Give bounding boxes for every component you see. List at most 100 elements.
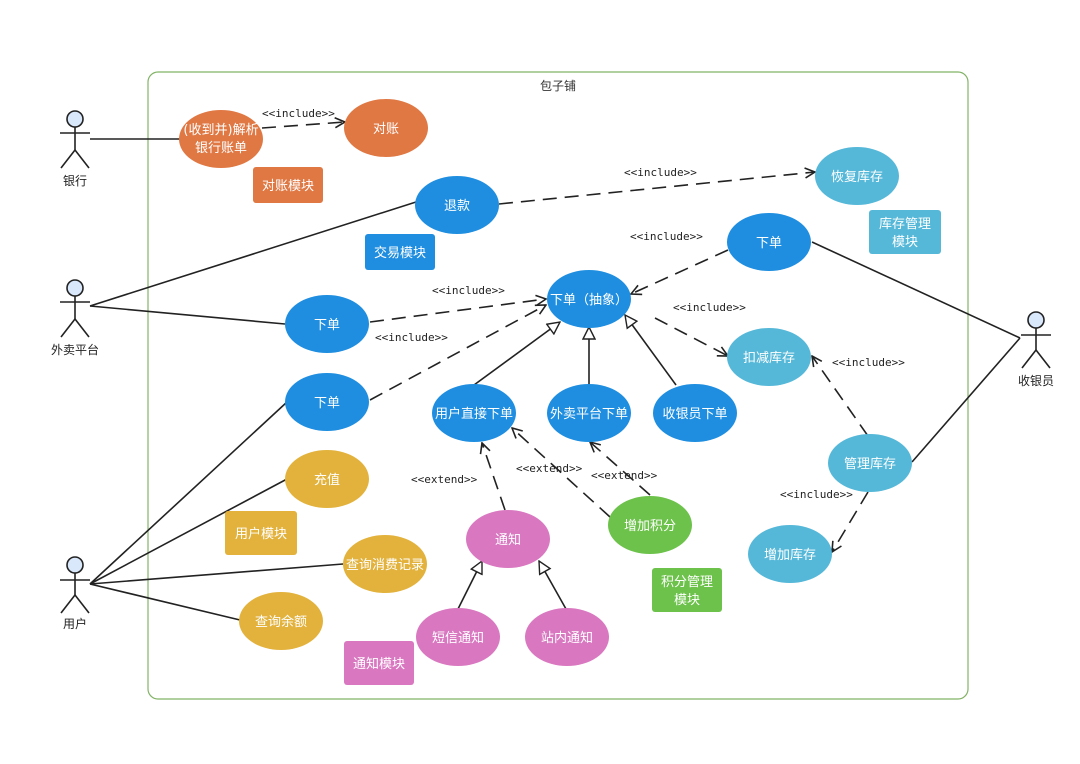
- module-tag-reconcile: 对账模块: [253, 167, 323, 203]
- stick-figure-icon: [60, 110, 90, 169]
- actor-delivery-platform[interactable]: 外卖平台: [51, 279, 99, 357]
- usecase-add-stock[interactable]: 增加库存: [748, 525, 832, 583]
- dep-manage-deduct: [812, 356, 869, 437]
- svg-text:查询消费记录: 查询消费记录: [346, 558, 424, 573]
- actor-label-bank: 银行: [63, 174, 87, 188]
- assoc-user-recharge: [89, 478, 288, 585]
- usecase-recharge[interactable]: 充值: [285, 450, 369, 508]
- label-include-cashier: <<include>>: [630, 230, 703, 243]
- assoc-delivery-refund: [89, 201, 417, 307]
- svg-text:模块: 模块: [674, 593, 700, 608]
- svg-text:下单: 下单: [314, 396, 340, 411]
- label-include-deduct: <<include>>: [673, 301, 746, 314]
- svg-text:短信通知: 短信通知: [432, 630, 484, 646]
- actor-label-delivery: 外卖平台: [51, 342, 99, 357]
- svg-text:通知: 通知: [495, 532, 521, 548]
- svg-text:充值: 充值: [314, 472, 340, 488]
- assoc-cashier-manage: [911, 337, 1021, 463]
- svg-text:查询余额: 查询余额: [255, 614, 307, 630]
- dep-manage-add: [832, 491, 869, 552]
- usecase-query-balance[interactable]: 查询余额: [239, 592, 323, 650]
- usecase-order-cashier[interactable]: 下单: [727, 213, 811, 271]
- dep-points-direct: [512, 428, 611, 518]
- actor-user[interactable]: 用户: [60, 556, 90, 631]
- actor-bank[interactable]: 银行: [60, 110, 90, 188]
- svg-text:对账: 对账: [373, 122, 399, 137]
- actor-label-cashier: 收银员: [1018, 374, 1054, 388]
- svg-text:增加库存: 增加库存: [764, 547, 816, 563]
- svg-text:退款: 退款: [444, 199, 470, 214]
- gen-direct-abstract: [473, 322, 560, 386]
- svg-text:用户模块: 用户模块: [235, 526, 287, 542]
- label-include-delivery: <<include>>: [432, 284, 505, 297]
- gen-site-notify: [539, 561, 567, 610]
- svg-text:管理库存: 管理库存: [844, 456, 896, 472]
- svg-text:模块: 模块: [892, 235, 918, 250]
- usecase-manage-stock[interactable]: 管理库存: [828, 434, 912, 492]
- associations: [89, 138, 1021, 621]
- module-tag-trade: 交易模块: [365, 234, 435, 270]
- usecase-order-delivery[interactable]: 下单: [285, 295, 369, 353]
- usecase-refund[interactable]: 退款: [415, 176, 499, 234]
- label-extend-points-delivery: <<extend>>: [591, 469, 658, 482]
- svg-text:增加积分: 增加积分: [624, 519, 676, 534]
- label-extend-points-direct: <<extend>>: [516, 462, 583, 475]
- stick-figure-icon: [1021, 311, 1051, 369]
- stick-figure-icon: [60, 279, 90, 338]
- svg-text:下单: 下单: [756, 236, 782, 251]
- assoc-user-order: [89, 401, 288, 585]
- label-include-user: <<include>>: [375, 331, 448, 344]
- usecase-site-notify[interactable]: 站内通知: [525, 608, 609, 666]
- label-include-manage-add: <<include>>: [780, 488, 853, 501]
- usecase-restore-stock[interactable]: 恢复库存: [815, 147, 899, 205]
- actor-label-user: 用户: [63, 616, 87, 631]
- dep-cashierorder-abstract: [631, 249, 729, 294]
- dep-refund-restore: [498, 172, 815, 205]
- assoc-user-balance: [89, 583, 241, 621]
- module-tag-inventory: 库存管理 模块: [869, 210, 941, 254]
- label-include-restore: <<include>>: [624, 166, 697, 179]
- generalizations: [457, 315, 677, 610]
- label-extend-notify: <<extend>>: [411, 473, 478, 486]
- module-tag-notify: 通知模块: [344, 641, 414, 685]
- module-tag-points: 积分管理 模块: [652, 568, 722, 612]
- usecase-add-points[interactable]: 增加积分: [608, 496, 692, 554]
- svg-text:恢复库存: 恢复库存: [831, 169, 883, 185]
- svg-text:积分管理: 积分管理: [661, 575, 713, 590]
- usecase-order-user[interactable]: 下单: [285, 373, 369, 431]
- gen-cashier-abstract: [625, 315, 677, 386]
- usecase-deduct-stock[interactable]: 扣减库存: [727, 328, 811, 386]
- label-include-reconcile: <<include>>: [262, 107, 335, 120]
- svg-text:银行账单: 银行账单: [195, 141, 247, 156]
- svg-text:扣减库存: 扣减库存: [743, 350, 795, 366]
- usecase-query-history[interactable]: 查询消费记录: [343, 535, 427, 593]
- actor-cashier[interactable]: 收银员: [1018, 311, 1054, 388]
- usecase-notify[interactable]: 通知: [466, 510, 550, 568]
- usecase-parse-statement[interactable]: (收到并)解析 银行账单: [179, 110, 263, 168]
- label-include-manage-deduct: <<include>>: [832, 356, 905, 369]
- assoc-user-history: [89, 563, 344, 585]
- svg-text:库存管理: 库存管理: [879, 216, 931, 232]
- svg-text:外卖平台下单: 外卖平台下单: [550, 407, 628, 422]
- dep-points-delivery: [590, 442, 651, 496]
- svg-text:站内通知: 站内通知: [541, 630, 593, 646]
- svg-text:通知模块: 通知模块: [353, 656, 405, 672]
- system-boundary: [147, 71, 969, 700]
- usecase-reconcile[interactable]: 对账: [344, 99, 428, 157]
- usecase-cashier-order[interactable]: 收银员下单: [653, 384, 737, 442]
- svg-text:(收到并)解析: (收到并)解析: [183, 123, 258, 138]
- module-tag-user: 用户模块: [225, 511, 297, 555]
- svg-text:下单: 下单: [314, 318, 340, 333]
- dep-userorder-abstract: [369, 305, 546, 401]
- relation-labels: <<include>> <<include>> <<include>> <<in…: [262, 107, 905, 501]
- svg-text:用户直接下单: 用户直接下单: [435, 406, 513, 422]
- svg-text:收银员下单: 收银员下单: [662, 407, 727, 422]
- dependencies: [261, 122, 869, 552]
- usecase-sms-notify[interactable]: 短信通知: [416, 608, 500, 666]
- usecase-delivery-order[interactable]: 外卖平台下单: [547, 384, 631, 442]
- usecase-user-direct-order[interactable]: 用户直接下单: [432, 384, 516, 442]
- svg-text:下单（抽象）: 下单（抽象）: [550, 293, 628, 308]
- gen-sms-notify: [457, 561, 483, 610]
- usecase-order-abstract[interactable]: 下单（抽象）: [547, 270, 631, 328]
